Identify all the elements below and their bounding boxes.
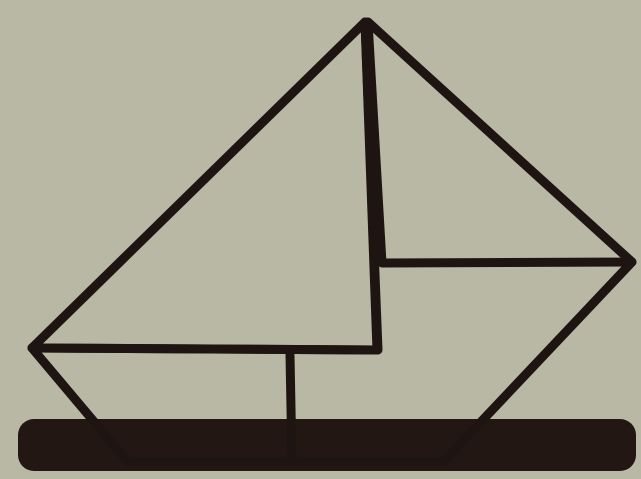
sail-boom bbox=[32, 348, 377, 350]
hull-divider bbox=[290, 355, 292, 462]
